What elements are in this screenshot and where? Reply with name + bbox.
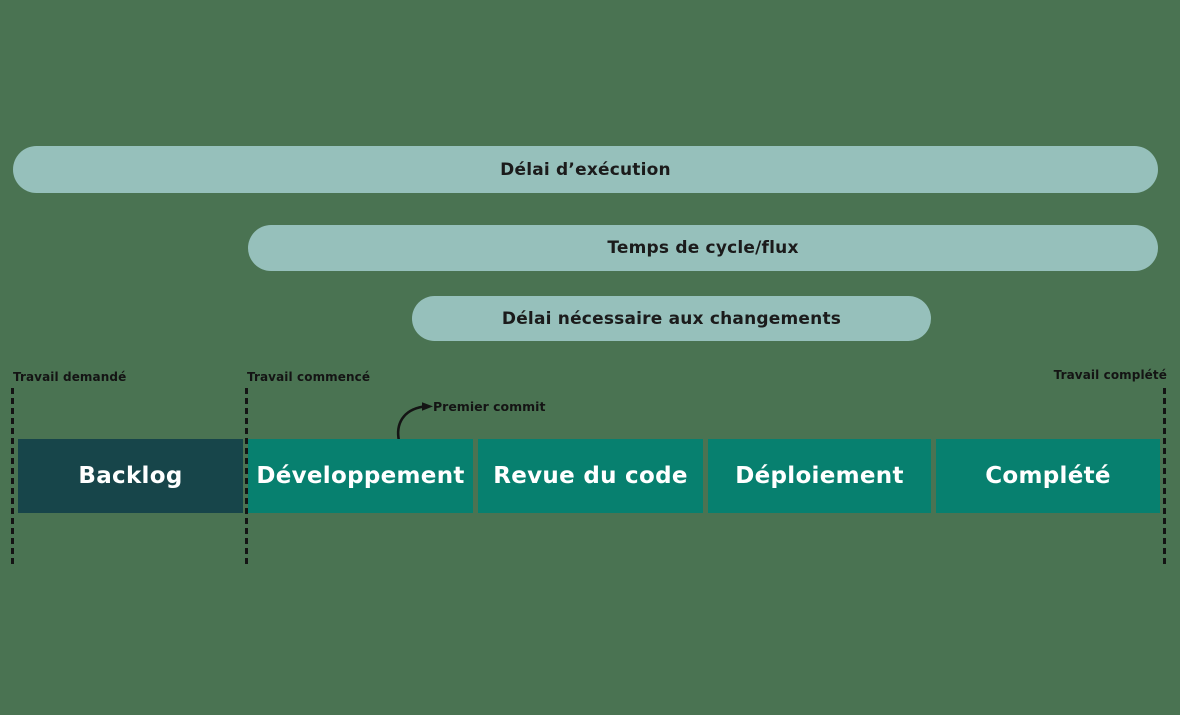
stage-development: Développement [248, 439, 473, 513]
cycle-time-label: Temps de cycle/flux [607, 238, 799, 258]
first-commit-label: Premier commit [433, 399, 546, 414]
lead-time-bar: Délai d’exécution [13, 146, 1158, 193]
stage-code-review: Revue du code [478, 439, 703, 513]
stage-deployment-label: Déploiement [735, 463, 904, 489]
lead-time-label: Délai d’exécution [500, 159, 671, 180]
change-lead-time-label: Délai nécessaire aux changements [501, 308, 842, 329]
work-completed-label: Travail complété [1053, 368, 1167, 382]
stage-completed: Complété [936, 439, 1160, 513]
stage-completed-label: Complété [985, 463, 1111, 489]
cycle-time-bar: Temps de cycle/flux [248, 225, 1158, 271]
work-requested-dashed-line [11, 388, 14, 568]
stage-deployment: Déploiement [708, 439, 931, 513]
work-requested-label: Travail demandé [13, 370, 127, 384]
work-started-label: Travail commencé [247, 370, 371, 384]
work-completed-dashed-line [1163, 388, 1166, 568]
change-lead-time-bar: Délai nécessaire aux changements [412, 296, 931, 341]
stage-backlog-label: Backlog [78, 463, 183, 489]
stage-backlog: Backlog [18, 439, 243, 513]
stage-development-label: Développement [256, 463, 465, 489]
stage-code-review-label: Revue du code [493, 463, 688, 489]
work-started-dashed-line [245, 388, 248, 568]
curved-arrow-icon [396, 402, 433, 443]
